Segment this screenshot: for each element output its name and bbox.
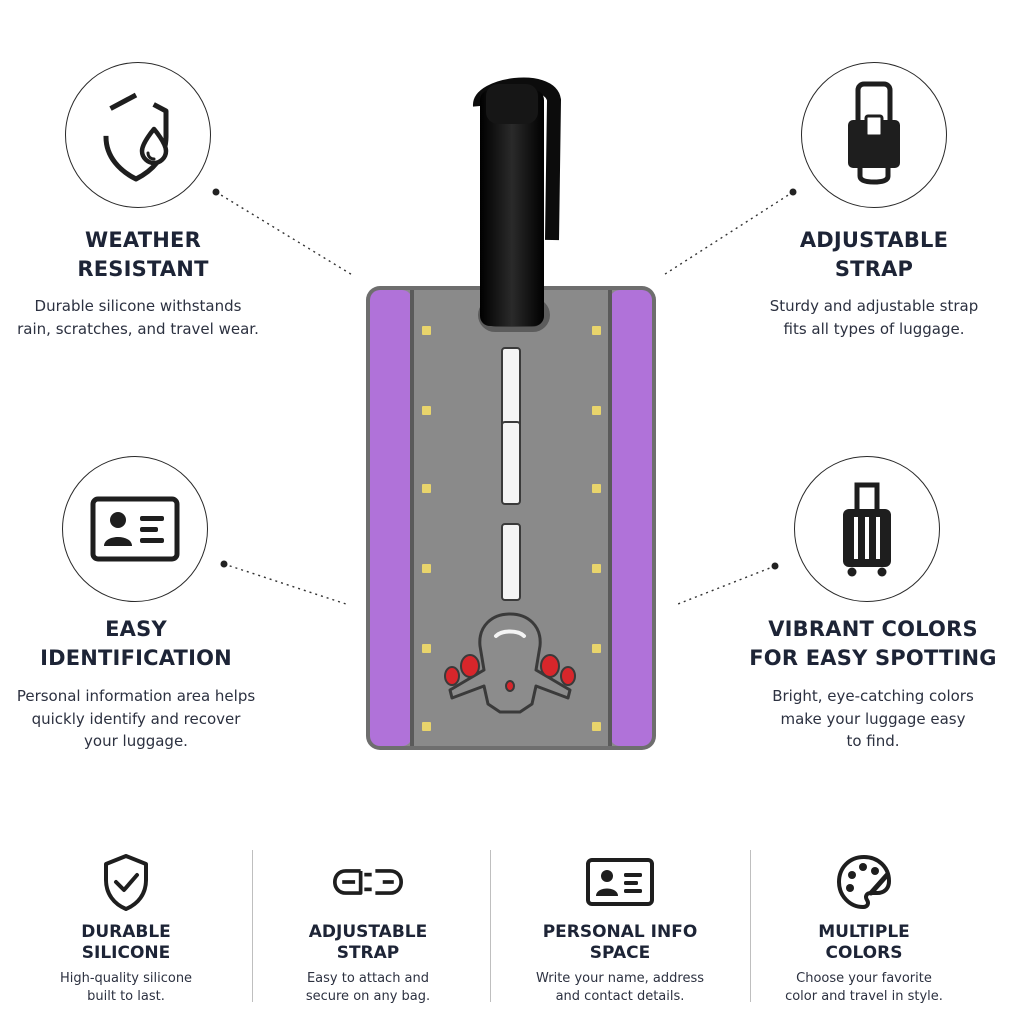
bottom-item-desc: Choose your favorite color and travel in… — [785, 971, 943, 1004]
bottom-divider — [750, 850, 751, 1002]
feature-weather-title: WEATHER RESISTANT — [77, 228, 209, 281]
shield-water-drop-icon — [103, 92, 169, 182]
feature-identification-desc: Personal information area helps quickly … — [16, 687, 256, 750]
feature-colors-desc: Bright, eye-catching colors make your lu… — [772, 687, 974, 750]
feature-colors-title: VIBRANT COLORS FOR EASY SPOTTING — [749, 617, 997, 670]
bottom-item-title: DURABLE SILICONE — [81, 922, 171, 963]
bottom-divider — [252, 850, 253, 1002]
id-card-icon — [90, 496, 180, 562]
feature-vibrant-colors: VIBRANT COLORS FOR EASY SPOTTING Bright,… — [724, 440, 1024, 760]
luggage-tag-illustration — [366, 77, 656, 750]
bottom-item-desc: Write your name, address and contact det… — [535, 971, 705, 1004]
bottom-item-title: MULTIPLE COLORS — [818, 922, 910, 963]
feature-weather-desc: Durable silicone withstands rain, scratc… — [17, 297, 259, 338]
bottom-item-desc: Easy to attach and secure on any bag. — [305, 971, 431, 1004]
feature-colors-circle — [794, 456, 940, 602]
feature-easy-identification: EASY IDENTIFICATION Personal information… — [0, 440, 300, 760]
luggage-tag-product-image — [360, 70, 670, 760]
feature-adjustable-strap: ADJUSTABLE STRAP Sturdy and adjustable s… — [724, 0, 1024, 360]
feature-identification-title: EASY IDENTIFICATION — [40, 617, 232, 670]
bottom-feature-row: DURABLE SILICONE High-quality silicone b… — [0, 840, 1024, 1024]
luggage-strap-icon — [848, 81, 900, 185]
shield-check-icon — [104, 854, 148, 911]
feature-strap-circle — [801, 62, 947, 208]
feature-identification-circle — [62, 456, 208, 602]
id-card-icon — [586, 858, 654, 906]
feature-strap-desc: Sturdy and adjustable strap fits all typ… — [769, 297, 979, 338]
palette-icon — [837, 855, 891, 909]
bottom-item-title: PERSONAL INFO SPACE — [542, 922, 698, 963]
suitcase-icon — [843, 482, 891, 577]
bottom-item-title: ADJUSTABLE STRAP — [308, 922, 428, 963]
bottom-divider — [490, 850, 491, 1002]
feature-weather-resistant: WEATHER RESISTANT Durable silicone withs… — [0, 0, 300, 360]
strap-buckle-icon — [333, 869, 403, 895]
feature-weather-circle — [65, 62, 211, 208]
feature-strap-title: ADJUSTABLE STRAP — [799, 228, 949, 281]
bottom-item-desc: High-quality silicone built to last. — [59, 971, 193, 1004]
